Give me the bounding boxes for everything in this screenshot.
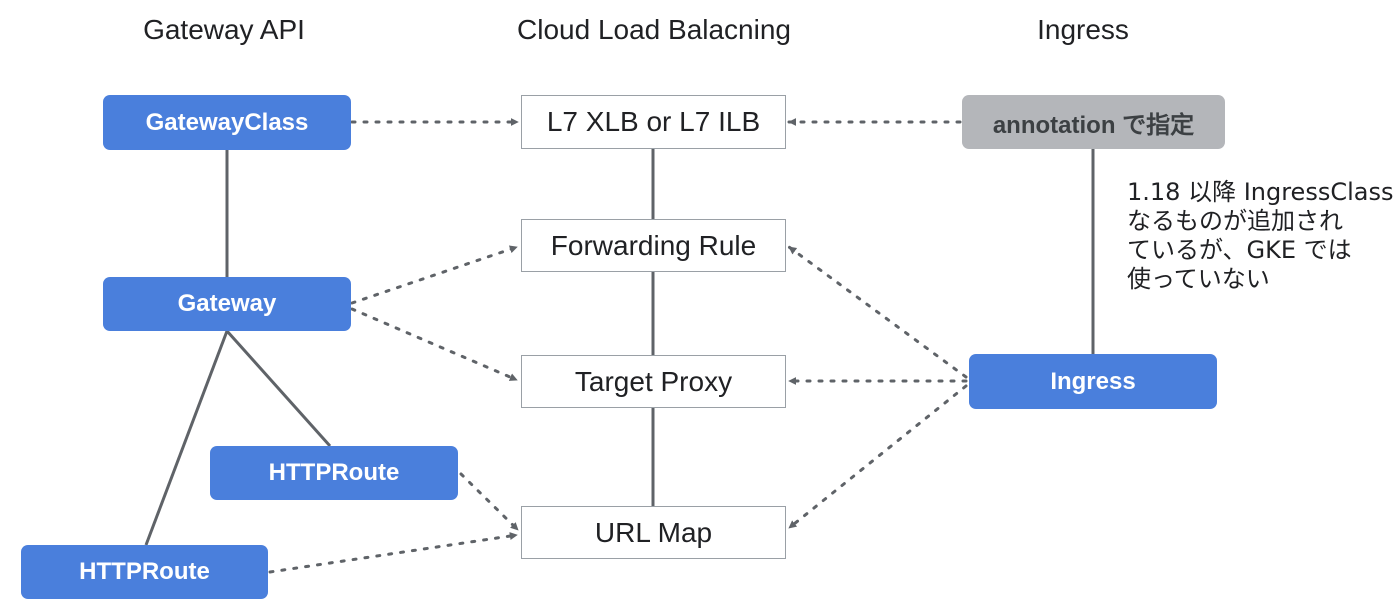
arrow-ingress-to-forwarding-rule [787,245,968,379]
note-line: なるものが追加され [1127,207,1343,235]
arrow-ingress-to-url-map [787,384,968,530]
ingressclass-note: 1.18 以降 IngressClass なるものが追加され ているが、GKE … [1127,178,1394,294]
header-gateway-api: Gateway API [143,14,305,45]
node-forwarding-rule[interactable]: Forwarding Rule [521,219,786,272]
arrow-httproute-b-to-url-map [268,532,519,574]
node-url-map[interactable]: URL Map [521,506,786,559]
node-l7-load-balancer[interactable]: L7 XLB or L7 ILB [521,95,786,149]
node-gateway[interactable]: Gateway [103,277,351,331]
node-target-proxy[interactable]: Target Proxy [521,355,786,408]
node-gatewayclass[interactable]: GatewayClass [103,95,351,150]
header-cloud-load-balancing: Cloud Load Balacning [517,14,791,45]
node-httproute-a[interactable]: HTTPRoute [210,446,458,500]
arrow-httproute-a-to-url-map [459,472,520,532]
node-httproute-b[interactable]: HTTPRoute [21,545,268,599]
note-line: 1.18 以降 IngressClass [1127,178,1394,206]
arrow-gateway-to-target-proxy [350,307,519,382]
note-line: ているが、GKE では [1127,236,1352,264]
header-ingress: Ingress [1037,14,1129,45]
edge-gateway-to-httproute-a [225,329,332,448]
node-ingress[interactable]: Ingress [969,354,1217,409]
note-line: 使っていない [1127,265,1270,293]
node-annotation[interactable]: annotation で指定 [962,95,1225,149]
edge-gateway-to-httproute-b [144,330,229,546]
arrow-gateway-to-forwarding-rule [350,245,519,305]
